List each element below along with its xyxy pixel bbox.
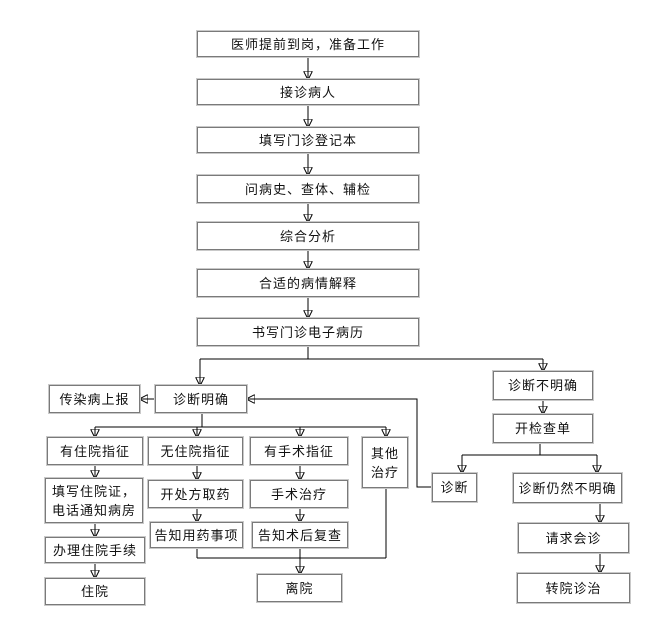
node-diagnosis-still-unclear: 诊断仍然不明确 (512, 472, 623, 504)
discharge-merge-arrows (196, 488, 387, 574)
node-surgical-treatment: 手术治疗 (249, 479, 349, 509)
diagnosis-branch-arrows (140, 346, 543, 488)
node-diagnosis: 诊断 (431, 472, 478, 503)
unclear-diagnosis-arrows (462, 400, 600, 573)
node-comprehensive-analysis: 综合分析 (196, 221, 420, 251)
node-inform-medication: 告知用药事项 (149, 521, 244, 549)
node-infectious-report: 传染病上报 (48, 384, 141, 414)
node-condition-explanation: 合适的病情解释 (196, 268, 420, 298)
node-receive-patient: 接诊病人 (196, 78, 420, 106)
node-surgery-indication: 有手术指征 (249, 436, 349, 466)
node-other-treatment: 其他治疗 (361, 436, 409, 489)
node-diagnosis-unclear: 诊断不明确 (492, 370, 594, 401)
node-diagnosis-clear: 诊断明确 (154, 384, 248, 414)
node-fill-admission-cert: 填写住院证，电话通知病房 (44, 477, 144, 524)
node-admission-procedures: 办理住院手续 (44, 536, 146, 564)
node-prescribe-medicine: 开处方取药 (147, 479, 244, 509)
node-prepare-work: 医师提前到岗，准备工作 (196, 30, 420, 58)
node-leave-hospital: 离院 (256, 573, 343, 603)
treatment-branch-arrows (95, 413, 386, 437)
node-transfer-hospital: 转院诊治 (516, 572, 631, 604)
node-inform-followup: 告知术后复查 (251, 521, 349, 549)
node-request-consultation: 请求会诊 (517, 522, 630, 554)
node-order-tests: 开检查单 (492, 413, 594, 444)
node-admission-indication: 有住院指征 (46, 436, 144, 466)
node-no-admission-indication: 无住院指征 (147, 436, 244, 466)
node-write-emr: 书写门诊电子病历 (196, 317, 420, 347)
node-history-exam: 问病史、查体、辅检 (196, 174, 420, 204)
node-fill-registration: 填写门诊登记本 (196, 126, 420, 154)
node-hospitalization: 住院 (44, 577, 146, 606)
